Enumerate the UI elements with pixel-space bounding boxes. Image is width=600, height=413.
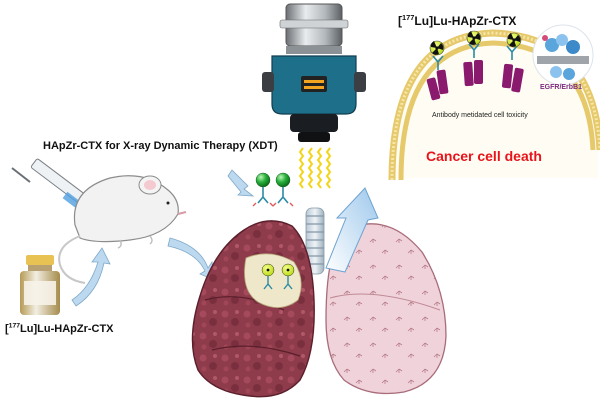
zoom-arrow-icon — [325, 187, 379, 273]
mouse-icon — [58, 175, 187, 284]
xdt-label: HApZr-CTX for X-ray Dynamic Therapy (XDT… — [43, 140, 278, 152]
egfr-inset-icon — [532, 24, 594, 86]
lung-icon — [191, 220, 315, 398]
xray-beam-icon — [298, 147, 332, 189]
antibody-icon — [432, 43, 518, 70]
radiation-icon — [429, 30, 522, 56]
cancer-cell-death-label: Cancer cell death — [426, 148, 542, 164]
xray-source-icon — [262, 3, 366, 142]
antibody-icon — [261, 263, 295, 290]
egfr-receptor-icon — [426, 60, 524, 101]
vial-icon — [20, 255, 60, 315]
cell-compound-label: [177Lu]Lu-HApZr-CTX — [398, 13, 517, 28]
vial-label: [177Lu]Lu-HApZr-CTX — [5, 322, 114, 335]
amct-label: Antibody metidated cell toxicity — [432, 112, 528, 119]
trachea-icon — [305, 207, 325, 275]
nanoparticle-icon — [252, 172, 294, 207]
egfr-label: EGFR/ErbB1 — [540, 84, 583, 91]
